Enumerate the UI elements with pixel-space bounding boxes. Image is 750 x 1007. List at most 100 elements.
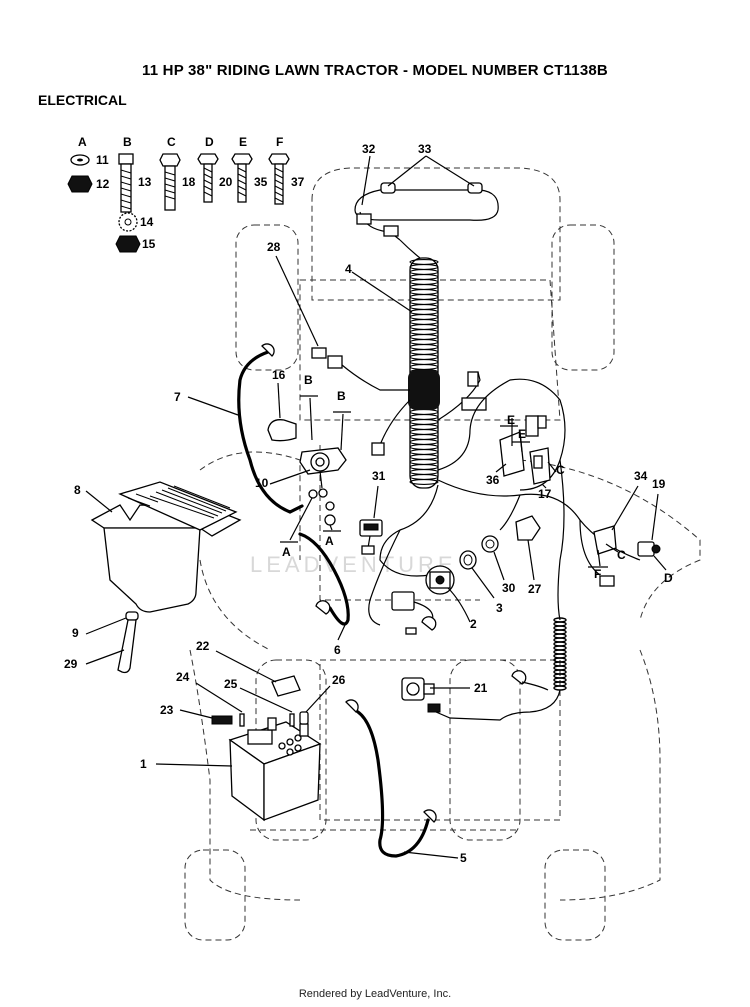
callout-30: 30 (502, 581, 516, 595)
footer-credit: Rendered by LeadVenture, Inc. (298, 988, 452, 1000)
ring-terminal-icon (345, 699, 359, 713)
callout-28: 28 (267, 240, 281, 254)
connector-28-icon (311, 347, 327, 359)
switch-19: 19 D (637, 477, 673, 585)
hardware-column-e: E 35 (231, 135, 268, 203)
callout-36: 36 (486, 473, 500, 487)
callout-32: 32 (362, 142, 376, 156)
callout-6: 6 (334, 643, 341, 657)
callout-31: 31 (372, 469, 386, 483)
callout-5: 5 (460, 851, 467, 865)
callout-18: 18 (182, 175, 196, 189)
callout-11: 11 (96, 153, 109, 167)
washer-25-icon (289, 713, 295, 727)
battery-box-8: 8 (74, 481, 242, 613)
hardware-column-f: F 37 (268, 135, 305, 205)
callout-26: 26 (332, 673, 346, 687)
coil-wrap (553, 617, 567, 691)
drain-tube: 9 29 (64, 611, 139, 674)
screw-shank-20-icon (203, 163, 213, 203)
battery-1: 1 22 23 24 25 26 (140, 639, 346, 822)
connector-plug-icon (461, 397, 487, 411)
connector-plug-icon (599, 575, 615, 587)
callout-1: 1 (140, 757, 147, 771)
letter-f: F (594, 567, 601, 581)
nut-26-icon (299, 711, 309, 725)
letter-a-2: A (325, 534, 334, 548)
screw-head-20-icon (197, 153, 219, 165)
callout-2: 2 (470, 617, 477, 631)
grommet-9-icon (125, 611, 139, 621)
battery-cap-icon (247, 729, 273, 745)
callout-37: 37 (291, 175, 305, 189)
ignition-switch: 2 3 30 (391, 535, 516, 635)
harness-plug-icon (383, 225, 399, 237)
screw-head-35-icon (231, 153, 253, 165)
watermark-text: LEADVENTURE (250, 552, 457, 577)
callout-7: 7 (174, 390, 181, 404)
battery-terminal-icon (299, 723, 309, 737)
cable-7: 7 (174, 343, 304, 514)
callout-21: 21 (474, 681, 488, 695)
callout-24: 24 (176, 670, 190, 684)
headlight-harness: 32 33 (354, 142, 499, 241)
screw-thread-icon (274, 167, 284, 203)
bracket-17: C 17 (529, 447, 565, 501)
callout-8: 8 (74, 483, 81, 497)
bolt-head-13-icon (118, 153, 134, 165)
section-title: ELECTRICAL (38, 92, 127, 108)
hardware-letter-a: A (78, 135, 87, 149)
bolt-23-icon (211, 715, 233, 725)
label-22-icon (271, 675, 301, 697)
starter-coil-cable (435, 459, 567, 721)
tube-29-icon (117, 619, 137, 674)
callout-33: 33 (418, 142, 432, 156)
callout-10: 10 (255, 476, 269, 490)
callout-19: 19 (652, 477, 666, 491)
connector-plug-icon (467, 371, 479, 387)
bracket-36: E E 36 (486, 413, 547, 487)
letter-c-1: C (556, 463, 565, 477)
hardware-column-d: D 20 (197, 135, 233, 203)
ring-terminal-icon (423, 809, 437, 823)
letter-b-1: B (304, 373, 313, 387)
hardware-letter-e: E (239, 135, 247, 149)
hardware-column-c: C 18 (159, 135, 196, 211)
relay-icon (537, 415, 547, 429)
callout-9: 9 (72, 626, 79, 640)
screw-thread-icon (203, 167, 213, 197)
headlight-bulb-left-icon (380, 182, 396, 194)
conduit-coil-ring (409, 479, 439, 485)
callout-15: 15 (142, 237, 156, 251)
hardware-letter-c: C (167, 135, 176, 149)
callout-35: 35 (254, 175, 268, 189)
relay-icon (525, 415, 539, 437)
connector-28-icon (327, 355, 343, 369)
battery-terminal-icon (267, 717, 277, 731)
letter-d: D (664, 571, 673, 585)
battery-box-tub (103, 527, 201, 613)
callout-3: 3 (496, 601, 503, 615)
hardware-letter-d: D (205, 135, 214, 149)
lock-washer-hole-icon (124, 218, 132, 226)
connector-housing-icon (391, 591, 415, 611)
solenoid-10: 16 10 B B A A (255, 368, 351, 559)
bolt-thread-icon (120, 169, 132, 210)
headlight-bulb-right-icon (467, 182, 483, 194)
letter-e-1: E (507, 413, 515, 427)
bolt-thread-icon (164, 171, 176, 200)
bolt-shank-18-icon (164, 165, 176, 211)
main-harness-conduit: 4 (345, 239, 487, 489)
switch-27: 27 (515, 515, 542, 596)
callout-4: 4 (345, 262, 352, 276)
conduit-sleeve (408, 370, 440, 410)
ring-terminal-icon (511, 670, 527, 685)
hex-nut-15-icon (115, 235, 141, 253)
cable-5: 5 (345, 699, 467, 865)
letter-e-2: E (518, 427, 526, 441)
ring-terminal-icon (421, 616, 437, 631)
callout-16: 16 (272, 368, 286, 382)
boot-16-icon (267, 419, 297, 442)
